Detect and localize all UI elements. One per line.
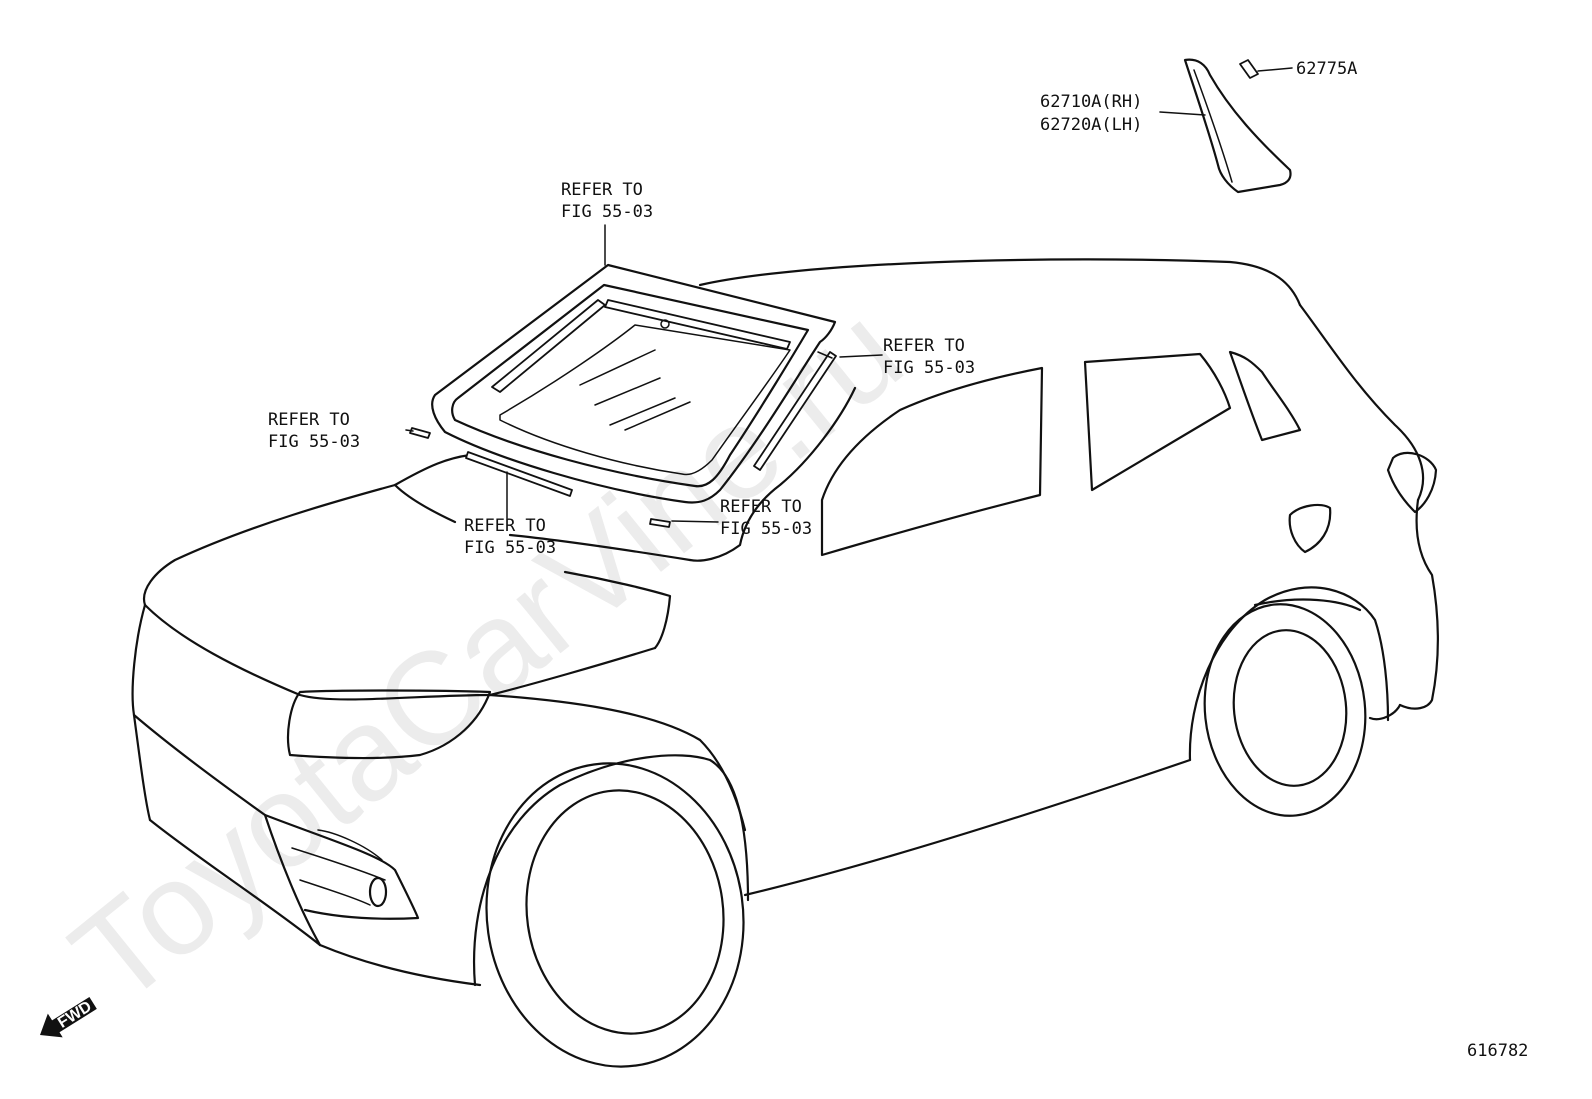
right-moulding-strip (753, 351, 837, 471)
windshield-assembly (431, 263, 837, 504)
leader-lines (405, 67, 1293, 523)
part-number-garnish-rh: 62710A(RH) (1040, 92, 1142, 112)
fwd-arrow-icon: FWD (40, 997, 97, 1038)
svg-text:FIG 55-03: FIG 55-03 (268, 432, 360, 452)
callout-refer-right: REFER TO FIG 55-03 (883, 336, 975, 378)
svg-text:REFER TO: REFER TO (268, 410, 350, 430)
callout-refer-left: REFER TO FIG 55-03 (268, 410, 360, 452)
svg-text:FIG 55-03: FIG 55-03 (464, 538, 556, 558)
part-number-clip: 62775A (1296, 59, 1357, 79)
svg-text:REFER TO: REFER TO (720, 497, 802, 517)
vehicle-outline (131, 258, 1440, 1068)
callout-refer-bottom-center: REFER TO FIG 55-03 (464, 516, 556, 558)
clip-62775a-part (1239, 59, 1259, 79)
bottom-right-clip (649, 518, 671, 528)
svg-text:REFER TO: REFER TO (561, 180, 643, 200)
part-number-garnish-lh: 62720A(LH) (1040, 115, 1142, 135)
figure-number: 616782 (1467, 1041, 1528, 1061)
left-cowl-clip (409, 427, 431, 439)
cowl-strip (465, 451, 573, 497)
pillar-garnish-part (1183, 58, 1292, 194)
fwd-label: FWD (55, 998, 95, 1032)
callout-refer-top: REFER TO FIG 55-03 (561, 180, 653, 222)
svg-text:REFER TO: REFER TO (883, 336, 965, 356)
callout-refer-bottom-right: REFER TO FIG 55-03 (720, 497, 812, 539)
svg-text:REFER TO: REFER TO (464, 516, 546, 536)
svg-text:FIG 55-03: FIG 55-03 (720, 519, 812, 539)
svg-text:FIG 55-03: FIG 55-03 (883, 358, 975, 378)
svg-text:FIG 55-03: FIG 55-03 (561, 202, 653, 222)
